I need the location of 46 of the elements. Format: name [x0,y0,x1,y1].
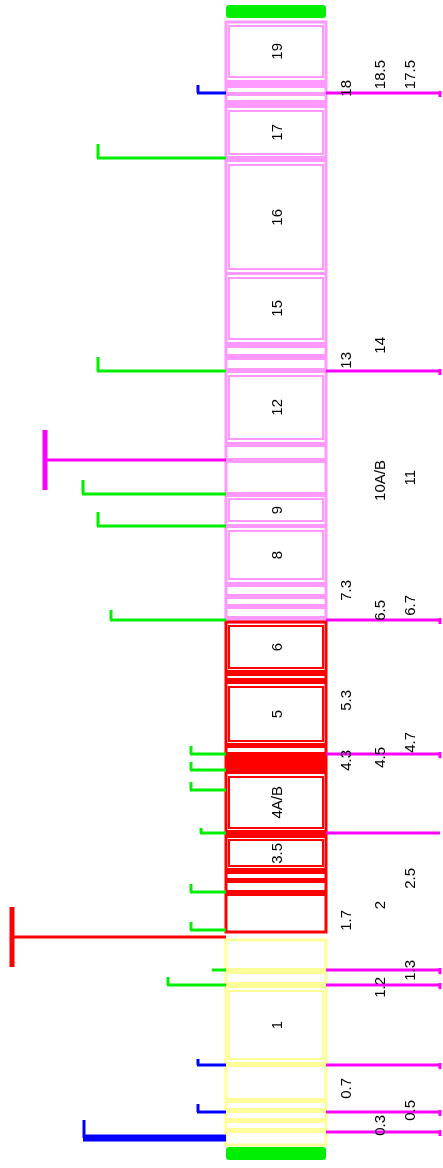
segment-number: 12 [268,399,284,416]
segment-box [228,686,324,742]
position-label: 14 [372,336,387,354]
segment-number: 4A/B [268,786,284,819]
segment-box [228,990,324,1060]
segment-number: 1 [268,1020,284,1030]
segment-box [228,110,324,155]
position-label: 10A/B [372,459,387,501]
position-label: 1.3 [402,959,417,981]
position-label: 2.5 [402,867,417,889]
segment-number: 3.5 [268,842,284,864]
segment-number: 8 [268,550,284,560]
segment-box [228,839,324,867]
segment-number: 15 [268,300,284,317]
position-label: 13 [338,351,353,369]
position-label: 17.5 [402,60,417,90]
segment-number: 17 [268,124,284,141]
segment-number: 6 [268,642,284,652]
segment-number: 16 [268,208,284,226]
position-label: 5.3 [338,689,353,711]
segment-number: 19 [268,43,284,60]
position-label: 18.5 [372,60,387,90]
segment-box [228,25,324,78]
position-label: 1.7 [338,909,353,931]
segment-box [228,625,324,669]
segment-box [228,498,324,522]
position-label: 4.5 [372,746,387,768]
position-label: 4.7 [402,731,417,753]
position-label: 1.2 [372,976,387,998]
position-label: 11 [402,470,417,486]
position-label: 7.3 [338,579,353,601]
position-label: 2 [372,900,387,910]
position-label: 6.5 [372,599,387,621]
segment-box [228,776,324,829]
position-label: 0.5 [402,1099,417,1121]
segment-box [228,277,324,340]
position-label: 0.3 [372,1114,387,1136]
position-label: 4.3 [338,749,353,771]
position-label: 18 [338,79,353,97]
position-label: 0.7 [338,1077,353,1099]
position-label: 6.7 [402,594,417,616]
segment-number: 9 [268,505,284,515]
segment-box [228,164,324,270]
segment-number: 5 [268,709,284,719]
segment-box [228,375,324,440]
segment-box [228,530,324,580]
